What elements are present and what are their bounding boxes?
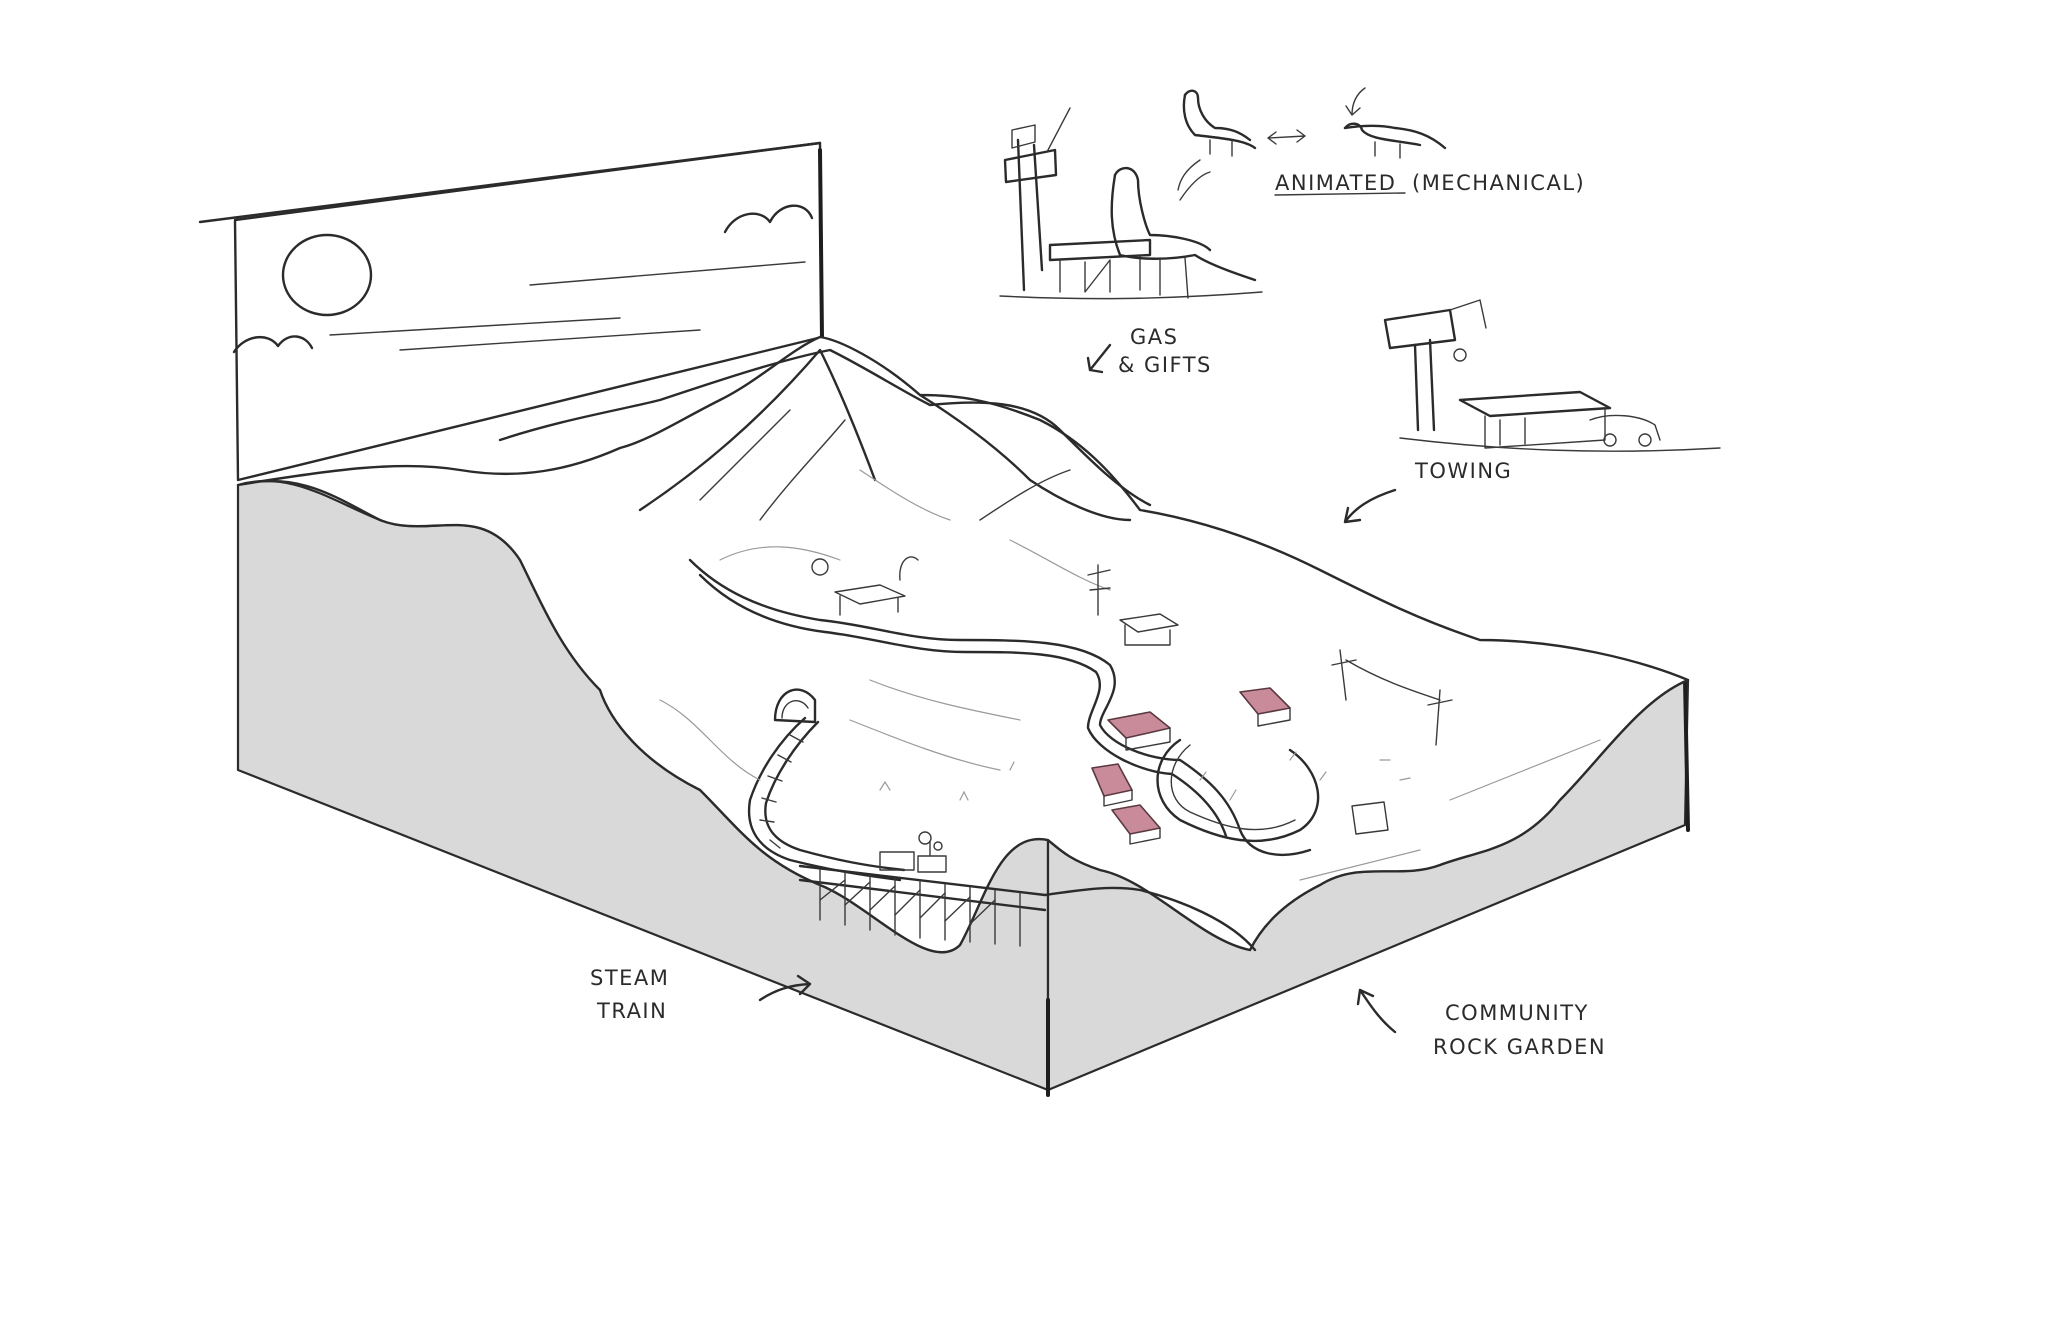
gas-station-model <box>811 556 919 616</box>
arrow-icon <box>758 974 812 1002</box>
tunnel-icon <box>773 688 817 724</box>
label-rock-garden: ROCK GARDEN <box>1433 1035 1606 1059</box>
label-towing: TOWING <box>1414 459 1512 483</box>
town-buildings <box>1091 687 1389 845</box>
arrow-icon <box>1343 488 1397 524</box>
dinosaur-icon <box>1110 173 1257 282</box>
label-animated: ANIMATED <box>1275 171 1396 195</box>
inset-towing-sketch <box>1383 299 1721 452</box>
label-community: COMMUNITY <box>1445 1001 1589 1025</box>
label-gifts: & GIFTS <box>1118 353 1212 377</box>
tow-shop-model <box>1087 564 1179 646</box>
dinosaur-icon <box>1343 124 1447 150</box>
tow-truck-icon <box>1383 308 1457 350</box>
cloud-icon <box>723 204 814 234</box>
arrow-icon <box>1086 343 1112 374</box>
terrain-top <box>236 335 1690 954</box>
arrow-icon <box>1177 159 1201 191</box>
label-mechanical: (MECHANICAL) <box>1412 171 1585 195</box>
inset-gas-gifts-sketch <box>999 107 1263 300</box>
label-steam: STEAM <box>590 966 669 990</box>
cloud-icon <box>232 335 314 354</box>
steam-train-model <box>879 831 947 873</box>
sun-icon <box>281 233 373 317</box>
arrow-icon <box>1345 87 1366 116</box>
arrow-icon <box>1356 988 1397 1034</box>
label-train: TRAIN <box>596 999 667 1023</box>
double-arrow-icon <box>1267 129 1306 145</box>
inset-animated-dinos <box>1177 87 1447 191</box>
dinosaur-icon <box>1182 93 1257 150</box>
label-gas: GAS <box>1130 325 1178 349</box>
